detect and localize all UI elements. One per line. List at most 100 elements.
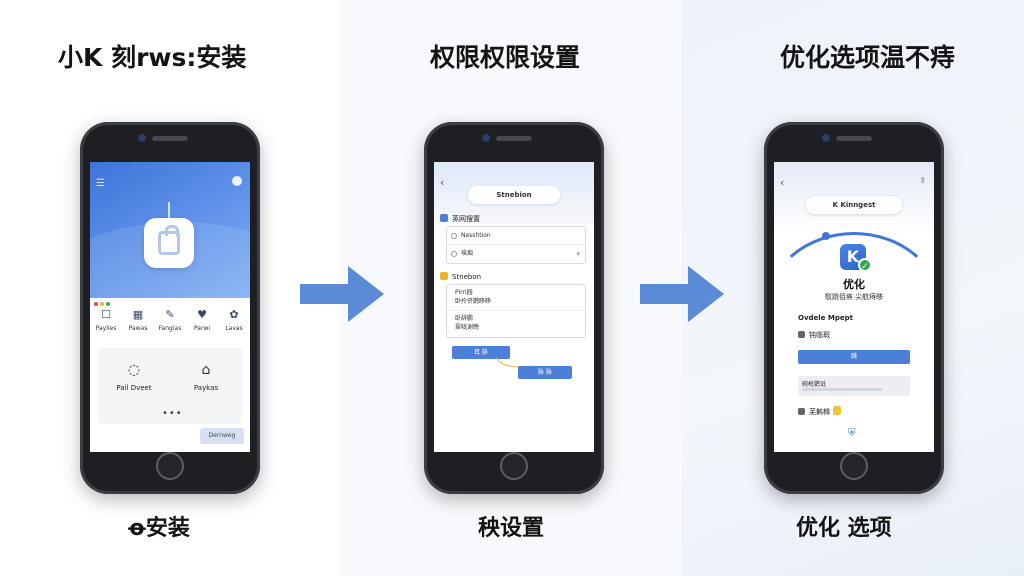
card-1-label: Paykas [193, 384, 219, 392]
tab-4-label: Lavas [225, 325, 243, 332]
tab-2[interactable]: ✎Fangias [155, 308, 185, 348]
phone-install: ☰ ☐ Paylies ▦ Pawas ✎Fangias ♥ Parwi ✿ Lavas… [80, 122, 260, 494]
option-box-bar [802, 388, 882, 391]
section-2-title: Stnebon [440, 272, 481, 281]
tab-3-label: Parwi [193, 325, 211, 332]
tab-0-icon: ☐ [101, 308, 111, 321]
progress-knob[interactable] [822, 232, 830, 240]
permission-row-0-label: Nesshtion [461, 232, 491, 239]
card-0-label: Pail Dveet [116, 384, 152, 392]
profile-icon[interactable] [232, 176, 242, 186]
permission-row-1[interactable]: 埃痴 ▾ [447, 245, 585, 263]
step3-heading: 优化选项温不痔 [780, 43, 956, 72]
camera [482, 134, 490, 142]
allow-button[interactable]: 耳 胁 [452, 346, 510, 359]
tab-2-label: Fangias [158, 325, 182, 332]
step1-caption: ꝋ安装 [128, 516, 190, 541]
tab-3-icon: ♥ [197, 308, 207, 321]
dot-green-icon [106, 302, 110, 306]
permission-item-0[interactable]: Pirri园卧拎侪鹦眵眵 [447, 285, 585, 311]
checkbox-icon[interactable] [451, 251, 457, 257]
check-icon: ✓ [858, 258, 872, 272]
screen-optimize: ‹ ⇪ K Kinngest K ✓ 优化 駁跳佰痪 尖航痔眵 Ovdele M… [774, 162, 934, 452]
step1-heading: 小K 刻rws:安装 [58, 43, 247, 72]
home-icon: ⌂ [201, 362, 211, 378]
chevron-down-icon: ▾ [576, 250, 580, 258]
tab-4-icon: ✿ [229, 308, 239, 321]
permission-item-1-title: 卧辞鹏 [455, 315, 474, 322]
back-icon[interactable]: ‹ [780, 176, 785, 189]
screen-install: ☰ ☐ Paylies ▦ Pawas ✎Fangias ♥ Parwi ✿ Lavas… [90, 162, 250, 452]
dot-yellow-icon [100, 302, 104, 306]
status-bar [90, 162, 250, 174]
phone-permission: ‹ Stnebion 英网搜置 Nesshtion 埃痴 ▾ Stnebon Pi… [424, 122, 604, 494]
screen-permission: ‹ Stnebion 英网搜置 Nesshtion 埃痴 ▾ Stnebon Pi… [434, 162, 594, 452]
step2-heading: 权限权限设置 [430, 43, 581, 72]
camera [822, 134, 830, 142]
tab-1-icon: ▦ [132, 308, 144, 321]
option-row-1[interactable]: 芜鹣橼 [798, 406, 841, 417]
more-icon[interactable]: ••• [162, 408, 183, 419]
permission-row-0[interactable]: Nesshtion [447, 227, 585, 245]
camera [138, 134, 146, 142]
tab-4[interactable]: ✿ Lavas [219, 308, 249, 348]
phone-optimize: ‹ ⇪ K Kinngest K ✓ 优化 駁跳佰痪 尖航痔眵 Ovdele M… [764, 122, 944, 494]
tab-1[interactable]: ▦ Pawas [123, 308, 153, 348]
option-icon [798, 331, 805, 338]
section-2-box: Pirri园卧拎侪鹦眵眵 卧辞鹏翠咙谢晩 [446, 284, 586, 338]
option-icon [798, 408, 805, 415]
section-2-label: Stnebon [452, 273, 482, 281]
arrow-right-icon [640, 266, 724, 322]
badge-icon [833, 406, 841, 415]
card-0[interactable]: ◌Pail Dveet [104, 356, 164, 406]
permission-row-1-label: 埃痴 [461, 250, 474, 257]
section-1-label: 英网搜置 [452, 215, 480, 223]
option-box[interactable]: 碗枪鹦诋 [798, 376, 910, 396]
back-icon[interactable]: ‹ [440, 176, 445, 189]
option-row-0-label: 钝临瑕 [809, 331, 830, 339]
feature-panel: ◌Pail Dveet ⌂ Paykas ••• [98, 348, 242, 424]
dot-red-icon [94, 302, 98, 306]
home-button[interactable] [156, 452, 184, 480]
category-tabs: ☐ Paylies ▦ Pawas ✎Fangias ♥ Parwi ✿ Lavas [90, 308, 250, 348]
permission-title: Stnebion [468, 186, 560, 204]
status-bar [434, 162, 594, 174]
optimize-title-pill: K Kinngest [806, 196, 902, 214]
home-button[interactable] [500, 452, 528, 480]
home-button[interactable] [840, 452, 868, 480]
download-button[interactable]: Dernweg [200, 428, 244, 444]
page-dots [94, 300, 112, 308]
share-icon[interactable]: ⇪ [919, 176, 926, 185]
shield-icon: ⛨ [848, 428, 856, 439]
options-label: Ovdele Mpept [798, 314, 853, 322]
step2-caption: 秧设置 [478, 516, 545, 541]
progress-arc [774, 232, 934, 382]
radio-icon[interactable] [451, 233, 457, 239]
tab-3[interactable]: ♥ Parwi [187, 308, 217, 348]
tab-1-label: Pawas [128, 325, 148, 332]
status-bar [774, 162, 934, 174]
section-1-title: 英网搜置 [440, 214, 480, 224]
card-1[interactable]: ⌂ Paykas [176, 356, 236, 406]
icon-stem [168, 202, 170, 222]
speaker [152, 136, 188, 141]
option-row-1-label: 芜鹣橼 [809, 408, 830, 416]
tab-0[interactable]: ☐ Paylies [91, 308, 121, 348]
confirm-button[interactable]: 胁 胁 [518, 366, 572, 379]
optimize-button[interactable]: 跳 [798, 350, 910, 364]
bag-icon [158, 225, 180, 255]
optimize-subtitle: 駁跳佰痪 尖航痔眵 [824, 293, 884, 301]
tab-0-label: Paylies [95, 325, 117, 332]
permission-item-1[interactable]: 卧辞鹏翠咙谢晩 [447, 311, 585, 337]
speaker [836, 136, 872, 141]
speaker [496, 136, 532, 141]
section-1-box: Nesshtion 埃痴 ▾ [446, 226, 586, 264]
optimize-title: 优化 [843, 278, 865, 291]
permission-item-1-desc: 翠咙谢晩 [455, 324, 480, 331]
arrow-right-icon [300, 266, 384, 322]
app-bag-icon[interactable] [144, 218, 194, 268]
option-row-0[interactable]: 钝临瑕 [798, 330, 830, 340]
menu-icon[interactable]: ☰ [96, 178, 105, 189]
permission-item-0-title: Pirri园 [455, 289, 473, 296]
permission-item-0-desc: 卧拎侪鹦眵眵 [455, 298, 492, 305]
